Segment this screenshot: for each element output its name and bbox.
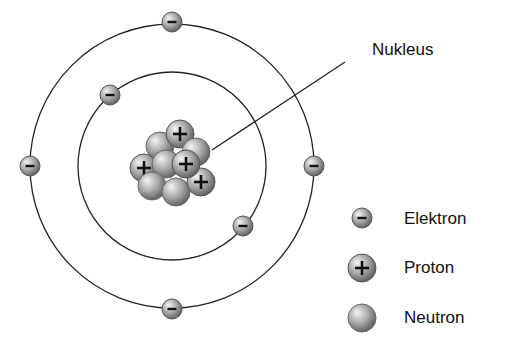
part-label: Nukleus xyxy=(372,40,433,60)
legend-text: Neutron xyxy=(404,308,464,328)
legend-text: Proton xyxy=(404,258,454,278)
leader-line xyxy=(212,62,345,150)
inner-orbit xyxy=(78,72,266,260)
outer-orbit xyxy=(30,24,314,308)
legend-samples xyxy=(348,208,376,332)
nucleus xyxy=(130,120,215,206)
electrons xyxy=(20,12,324,319)
legend-text: Elektron xyxy=(404,209,466,229)
